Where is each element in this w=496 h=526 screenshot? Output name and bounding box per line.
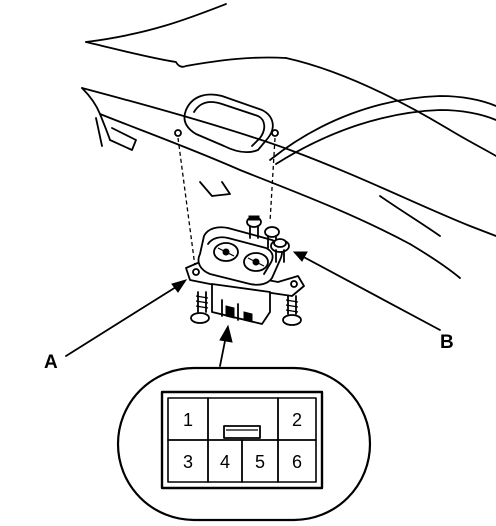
screw-b [270,238,290,263]
mounting-hole-left [174,129,182,137]
pin-3: 3 [183,452,193,472]
callout-a: A [44,352,58,373]
pin-2: 2 [292,410,302,430]
screw-bottom-right [282,295,302,326]
pin-5: 5 [255,452,265,472]
callout-b: B [440,332,454,353]
pin-4: 4 [220,452,230,472]
pin-6: 6 [292,452,302,472]
connector-callout-bubble [116,366,372,522]
roof-panel [81,3,496,279]
switch-assembly [185,226,305,325]
alignment-line-left [177,137,197,275]
screw-top-left [246,215,262,239]
mounting-hole-right [271,129,279,137]
leader-a [65,279,188,357]
screw-top-right [264,226,280,249]
screw-bottom-left [190,291,210,324]
panel-recess [183,93,274,153]
connector-lock-tab [223,425,261,439]
leader-b [292,251,441,331]
pin-1: 1 [183,410,193,430]
connector-face [160,390,324,490]
alignment-line-right [269,137,276,223]
connector-arrow [219,324,233,367]
